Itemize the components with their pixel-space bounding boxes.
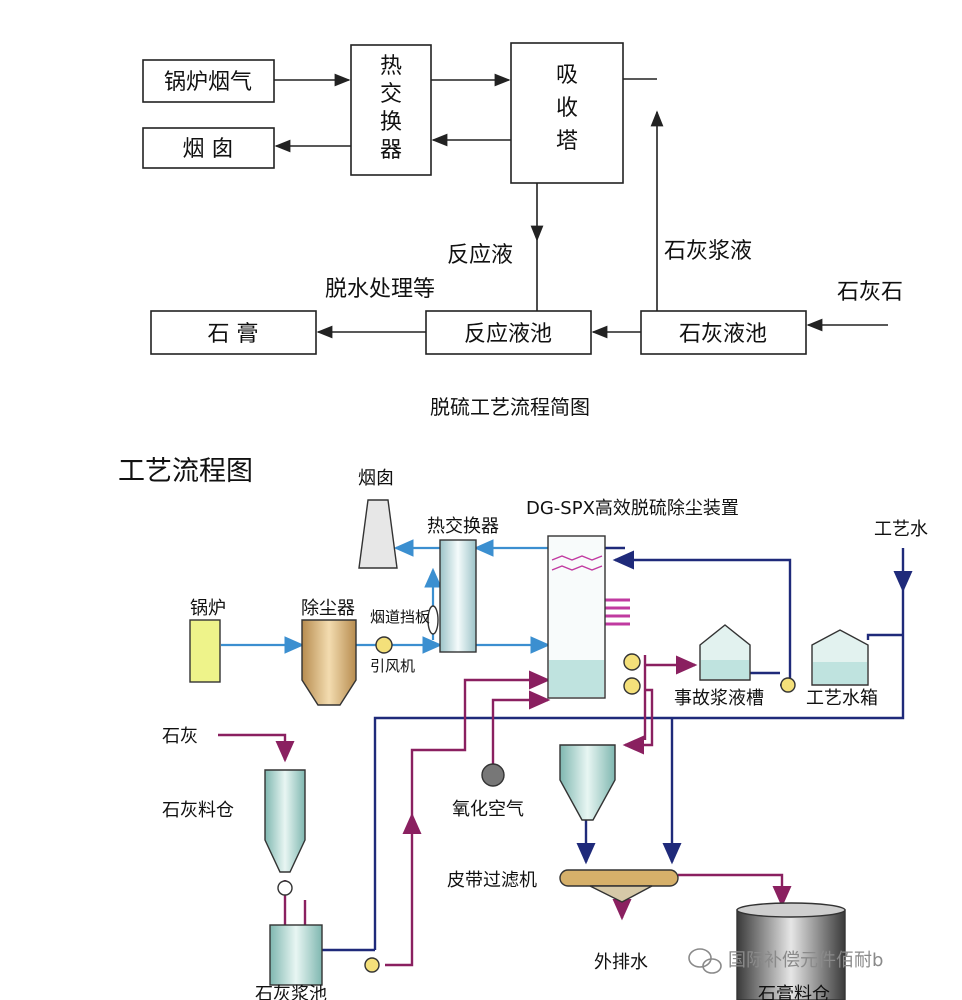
dust-collector-icon [301,619,357,706]
label-b-lime-slurry-tank: 石灰浆池 [255,984,327,1000]
label-abs-2: 收 [556,96,578,121]
top-block-diagram [142,42,888,355]
pump-icon [623,653,641,671]
top-labels: 锅炉烟气 烟 囱 热 交 换 器 吸 收 塔 石 膏 反应液池 石灰液池 反应液… [164,54,903,419]
box-gypsum [150,310,317,355]
label-hx-1: 热 [380,54,402,79]
chimney-icon [358,499,398,569]
label-gypsum: 石 膏 [208,322,259,347]
heat-exchanger-icon [439,539,477,653]
cyclone-icon [559,744,616,821]
label-b-lime: 石灰 [162,726,198,747]
label-b-process-water: 工艺水 [874,519,928,540]
pump-icon [780,677,796,693]
label-b-device: DG-SPX高效脱硫除尘装置 [526,498,739,519]
label-reaction-liquid: 反应液 [447,243,513,268]
pump-icon [364,957,380,973]
label-dewatering: 脱水处理等 [325,277,435,302]
process-diagram-title: 工艺流程图 [118,456,253,487]
label-b-boiler: 锅炉 [190,598,226,619]
bottom-labels: 烟囱 热交换器 DG-SPX高效脱硫除尘装置 工艺水 锅炉 除尘器 烟道挡板 引… [162,468,928,1000]
label-b-oxidation-air: 氧化空气 [452,799,524,820]
label-chimney: 烟 囱 [183,137,234,162]
label-b-dust-collector: 除尘器 [301,598,355,619]
label-abs-3: 塔 [556,129,578,154]
flue-baffle-icon [427,605,439,635]
lime-slurry-tank-icon [269,924,323,986]
label-b-induced-fan: 引风机 [370,657,415,675]
wechat-icon [688,948,722,974]
box-absorber [510,42,624,184]
caption-top: 脱硫工艺流程简图 [430,395,590,419]
boiler-icon [189,619,221,683]
watermark-text: 国际补偿元件佰耐b [728,950,883,971]
label-b-gypsum-silo: 石膏料仓 [758,983,830,1000]
belt-filter-icon [559,869,679,887]
gas-pipes [221,539,551,654]
label-hx-3: 换 [380,110,402,135]
label-b-drain-water: 外排水 [594,952,648,973]
label-hx-4: 器 [380,138,402,163]
box-lime-tank [640,310,807,355]
equipment [189,499,869,1000]
label-limestone: 石灰石 [837,280,903,305]
watermark: 国际补偿元件佰耐b [688,948,883,974]
feeder-icon [277,880,293,896]
box-boiler-flue-gas [142,59,275,103]
induced-fan-icon [375,636,393,654]
label-b-chimney: 烟囱 [358,468,394,489]
pump-icon [623,677,641,695]
lime-silo-icon [264,769,306,873]
label-b-heat-exchanger: 热交换器 [427,516,499,537]
label-b-emergency-tank: 事故浆液槽 [674,688,764,709]
label-lime-tank: 石灰液池 [679,322,767,347]
label-boiler-flue-gas: 锅炉烟气 [164,70,252,95]
label-reaction-tank: 反应液池 [464,322,552,347]
label-b-process-water-tank: 工艺水箱 [806,688,878,709]
label-abs-1: 吸 [556,63,578,88]
gypsum-silo-icon [736,909,846,1000]
box-chimney [142,127,275,169]
label-hx-2: 交 [380,82,402,107]
label-b-flue-baffle: 烟道挡板 [370,608,430,626]
label-b-lime-silo: 石灰料仓 [162,800,234,821]
label-lime-slurry: 石灰浆液 [664,239,752,264]
box-heat-exchanger [350,44,432,176]
label-b-belt-filter: 皮带过滤机 [447,870,537,891]
oxidation-blower-icon [481,763,505,787]
